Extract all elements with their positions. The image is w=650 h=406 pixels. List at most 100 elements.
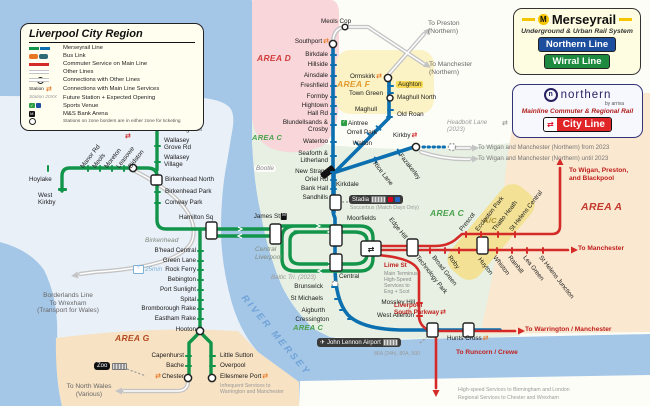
station-tick <box>111 164 113 172</box>
label-text: Bebington <box>167 276 196 283</box>
huyton-box <box>476 236 489 255</box>
label-text: Green Lane <box>162 257 196 264</box>
hamilton-sq-box <box>205 221 218 240</box>
orrell-park: Orrell Park <box>347 129 377 136</box>
green-lane: Green Lane <box>163 257 196 264</box>
station-tick <box>329 155 337 157</box>
moorfields-box <box>329 224 343 247</box>
station-tick <box>196 318 204 320</box>
legend-item-sports-venue: ✓Sports Venue <box>29 103 195 109</box>
station-tick <box>333 298 341 300</box>
area-g-region <box>55 329 299 406</box>
city-line-label: City Line <box>556 118 611 131</box>
to-wigan-preston-and-blackpool: To Wigan, Preston, and Blackpool <box>569 167 628 182</box>
main-terminus-high-speed-services-to-eng-scot: Main Terminus High-Speed Services to Eng… <box>384 271 418 296</box>
label-text: Bootle <box>256 165 274 172</box>
label-text: Headbolt Lane (2023) <box>447 119 488 134</box>
regional-services-to-chester-and-wrexham: Regional Services to Chester and Wrexham <box>458 395 559 402</box>
label-text: Wallasey Grove Rd <box>164 137 191 152</box>
station-tick <box>196 299 204 301</box>
station-tick <box>338 309 346 311</box>
lime-st: Lime St <box>384 262 407 269</box>
wirral-landmass <box>0 96 299 406</box>
area-ac-boundary <box>447 184 535 280</box>
aintree: ✓Aintree <box>340 120 368 127</box>
station-tick <box>153 191 161 193</box>
station-tick <box>153 161 161 163</box>
wirral-line-badge: Wirral Line <box>544 54 610 69</box>
west-allerton: West Allerton <box>377 312 414 319</box>
conn-main-icon: Station⇄ <box>29 84 52 93</box>
liverpool-south-parkway: Liverpool South Parkway⇄ <box>394 302 447 317</box>
station-tick <box>329 75 337 77</box>
label-text: A/C <box>483 216 497 225</box>
label-text: James St <box>253 213 280 221</box>
merseyrail-subtitle: Underground & Urban Rail System <box>521 28 633 35</box>
maghull: Maghull <box>355 106 377 113</box>
label-text: B'head Central <box>154 247 196 254</box>
kirkby: Kirkby⇄ <box>393 132 418 140</box>
ormskirk-circle <box>383 73 393 83</box>
meols-cop: Meols Cop <box>321 18 351 25</box>
merseyrail-logo: M Merseyrail <box>518 12 636 27</box>
bebington: Bebington <box>168 276 196 283</box>
central-liverpool: Central Liverpool <box>255 246 282 261</box>
birkdale: Birkdale <box>305 51 328 58</box>
station-tick <box>386 92 394 94</box>
label-text: AREA A <box>581 201 623 213</box>
legend-item-connections-with-other-lines: Connections with Other Lines <box>29 76 195 84</box>
station-tick <box>47 164 49 172</box>
area-d: AREA D <box>257 53 291 63</box>
station-tick <box>329 96 337 98</box>
baltic-tri-2023: Baltic Tri. (2023) <box>271 274 316 281</box>
high-speed-services-to-birmingham-and-london: High-speed Services to Birmingham and Lo… <box>458 387 570 394</box>
label-text: To North Wales (Various) <box>66 383 112 398</box>
bus-platform-icon <box>382 339 398 346</box>
station-tick <box>385 116 393 118</box>
oriel-rd: Oriel Rd <box>305 176 328 183</box>
label-text: Hightown <box>301 102 328 109</box>
legend-item-bus-link: Bus Link <box>29 53 195 59</box>
label-text: Hall Rd <box>307 110 328 117</box>
label-text: Cressington <box>295 316 329 323</box>
legend-item-other-lines: Other Lines <box>29 69 195 75</box>
stadia-label: Stadia <box>352 196 370 203</box>
station-tick <box>465 230 467 238</box>
label-text: To Warrington / Manchester <box>525 326 612 333</box>
area-g: AREA G <box>115 333 150 343</box>
birkenhead-park: Birkenhead Park <box>165 188 212 195</box>
waterloo: Waterloo <box>303 138 328 145</box>
station-tick <box>196 260 204 262</box>
new-strand: New Strand <box>295 168 328 175</box>
zone-border-icon <box>29 118 59 126</box>
to-runcorn-crewe: To Runcorn / Crewe <box>456 349 518 357</box>
station-tick <box>184 355 192 357</box>
legend-item-label: Bus Link <box>63 52 86 59</box>
bus-link-icon <box>29 53 59 59</box>
eastham-rake: Eastham Rake <box>155 315 196 322</box>
86a-24h-80a-500: 86A (24h), 80A, 500 <box>374 351 420 358</box>
label-text: West Kirkby <box>38 192 56 207</box>
hall-rd: Hall Rd <box>307 110 328 117</box>
label-text: Birkenhead <box>145 237 179 244</box>
label-text: Ellesmere Port <box>220 373 262 381</box>
kirkby-circle <box>411 142 421 152</box>
label-text: St Michaels <box>290 295 323 302</box>
area-d-region <box>252 0 339 153</box>
to-preston-northern: To Preston (Northern) <box>428 20 460 35</box>
central-box <box>329 253 343 272</box>
label-text: Kirkdale <box>336 181 359 188</box>
little-sutton: Little Sutton <box>220 352 253 359</box>
area-f: AREA F <box>337 79 370 89</box>
rail-gray-icon: ⇄ <box>502 119 508 127</box>
ellesmere-port-circle <box>207 373 217 383</box>
conn-other-icon <box>29 76 59 84</box>
label-text: Seaforth & Litherland <box>298 150 328 165</box>
station-tick <box>415 315 423 317</box>
label-text: Wallasey Village <box>164 154 190 169</box>
label-text: 25min <box>145 266 163 274</box>
label-text: AREA G <box>115 333 150 343</box>
station-tick <box>329 54 337 56</box>
hamilton-sq: Hamilton Sq <box>179 214 213 221</box>
